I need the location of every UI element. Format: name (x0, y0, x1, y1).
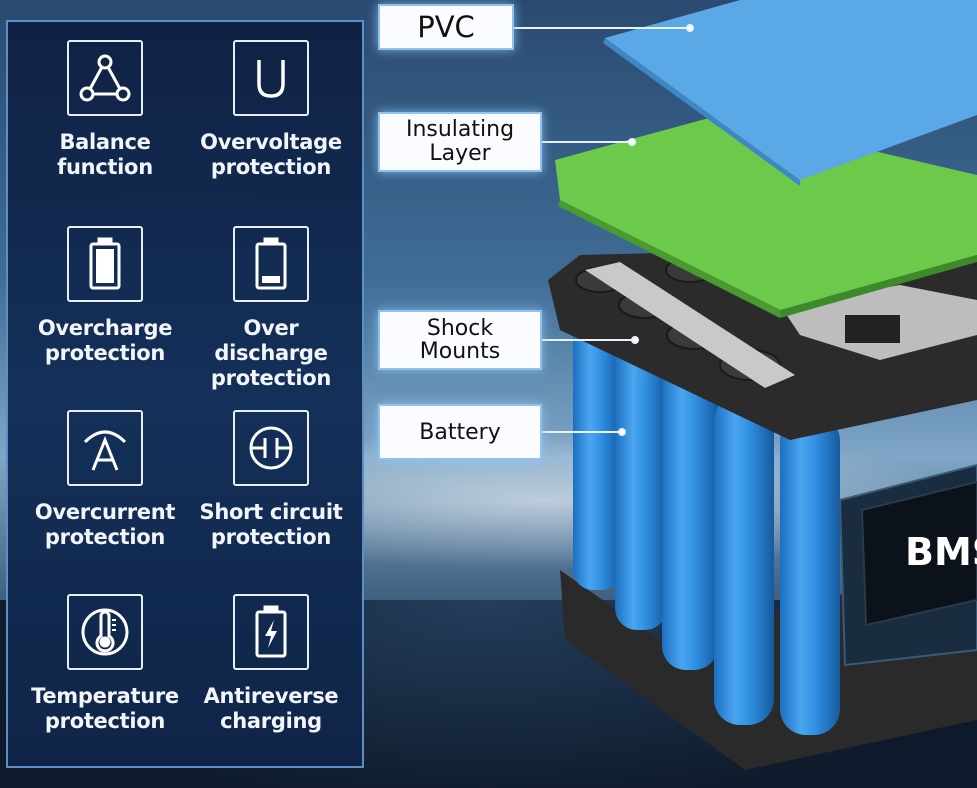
feature-overcurrent-line2: protection (44, 525, 166, 549)
battery-cell (662, 360, 718, 670)
feature-shortcircuit-line2: protection (210, 525, 332, 549)
short-circuit-icon (233, 410, 309, 486)
feature-overvoltage-line2: protection (210, 155, 332, 179)
feature-antireverse: Antireverse charging (186, 594, 356, 734)
battery-low-icon (233, 226, 309, 302)
insulating-callout-line1: Insulating (405, 117, 515, 142)
battery-callout: Battery (378, 404, 542, 460)
pvc-callout-text: PVC (417, 10, 475, 44)
feature-temperature-line2: protection (44, 709, 166, 733)
feature-overdischarge: Over discharge protection (186, 226, 356, 391)
features-panel: Balance function Overvoltage protection (6, 20, 364, 768)
feature-shortcircuit: Short circuit protection (186, 410, 356, 550)
bms-board: BMS (838, 463, 977, 667)
battery-bolt-icon (233, 594, 309, 670)
thermometer-icon (67, 594, 143, 670)
feature-balance-line2: function (57, 155, 153, 179)
feature-overcurrent: Overcurrent protection (20, 410, 190, 550)
feature-overvoltage-line1: Overvoltage (200, 130, 342, 154)
feature-overcharge-line2: protection (44, 341, 166, 365)
feature-temperature-line1: Temperature (31, 684, 179, 708)
nickel-strip-slot (845, 315, 900, 343)
battery-cell (780, 415, 840, 735)
feature-antireverse-line1: Antireverse (203, 684, 339, 708)
voltage-u-icon (233, 40, 309, 116)
insulating-callout-line2: Layer (429, 141, 491, 166)
shock-callout-line2: Mounts (419, 339, 501, 364)
insulating-layer-callout: Insulating Layer (378, 112, 542, 172)
feature-shortcircuit-line1: Short circuit (199, 500, 343, 524)
shock-callout-line1: Shock (426, 316, 494, 341)
triangle-nodes-icon (67, 40, 143, 116)
battery-cell (714, 395, 774, 725)
battery-callout-text: Battery (419, 419, 501, 445)
insulating-layer-sheet (555, 115, 977, 310)
feature-overdischarge-line2: protection (210, 366, 332, 390)
pvc-callout: PVC (378, 4, 514, 50)
shock-mounts-callout: Shock Mounts (378, 310, 542, 370)
feature-temperature: Temperature protection (20, 594, 190, 734)
battery-cell (615, 330, 667, 630)
feature-overcharge: Overcharge protection (20, 226, 190, 366)
feature-overcharge-line1: Overcharge (37, 316, 173, 340)
battery-cells (573, 300, 840, 735)
feature-overcurrent-line1: Overcurrent (34, 500, 176, 524)
ampere-icon (67, 410, 143, 486)
feature-overvoltage: Overvoltage protection (186, 40, 356, 180)
nickel-strip (585, 262, 795, 388)
feature-antireverse-line2: charging (220, 709, 322, 733)
feature-balance: Balance function (20, 40, 190, 180)
bms-label: BMS (905, 530, 977, 574)
battery-cell (573, 300, 621, 590)
feature-balance-line1: Balance (59, 130, 151, 154)
feature-overdischarge-line1: Over discharge (214, 316, 328, 365)
battery-full-icon (67, 226, 143, 302)
pvc-sheet (605, 0, 977, 180)
